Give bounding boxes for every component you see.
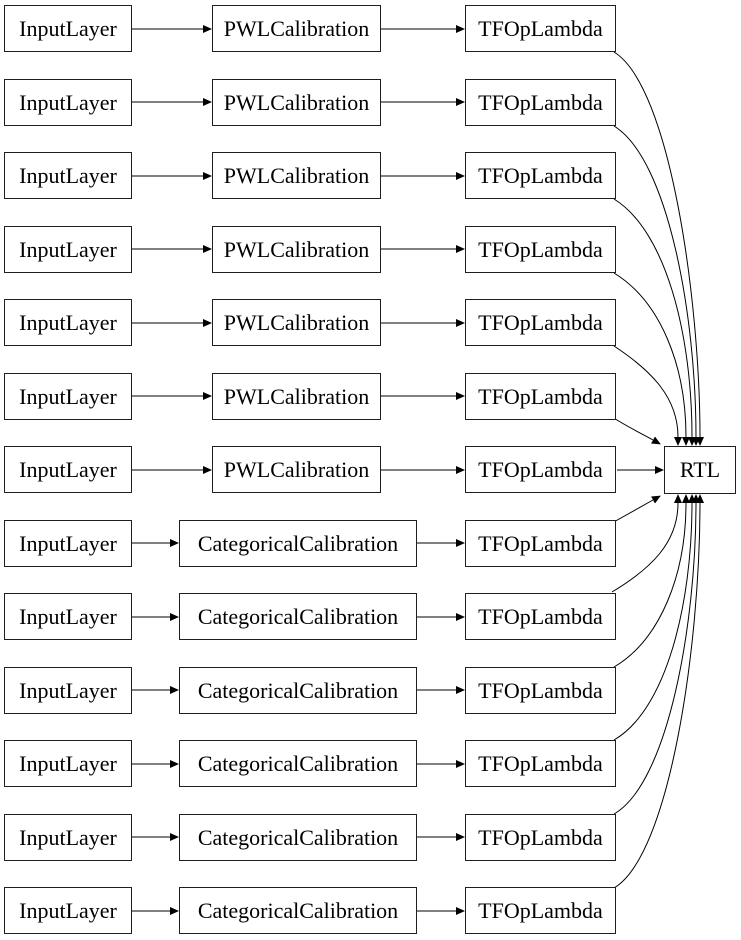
categorical-calibration-node-12: CategoricalCalibration — [179, 814, 417, 861]
pwl-calibration-node-6: PWLCalibration — [212, 373, 381, 420]
pwl-calibration-node-3: PWLCalibration — [212, 152, 381, 199]
edge-lambda-to-rtl-4 — [613, 272, 690, 446]
tfop-lambda-node-8: TFOpLambda — [465, 520, 616, 567]
input-layer-node-9: InputLayer — [4, 593, 132, 640]
pwl-calibration-node-2: PWLCalibration — [212, 79, 381, 126]
tfop-lambda-node-7: TFOpLambda — [465, 446, 616, 493]
categorical-calibration-node-11: CategoricalCalibration — [179, 740, 417, 787]
pwl-calibration-node-4: PWLCalibration — [212, 226, 381, 273]
input-layer-node-6: InputLayer — [4, 373, 132, 420]
tfop-lambda-node-12: TFOpLambda — [465, 814, 616, 861]
edge-lambda-to-rtl-2 — [613, 125, 700, 446]
edge-lambda-to-rtl-8 — [611, 495, 661, 524]
edge-lambda-to-rtl-6 — [611, 416, 661, 445]
categorical-calibration-node-9: CategoricalCalibration — [179, 593, 417, 640]
input-layer-node-11: InputLayer — [4, 740, 132, 787]
tfop-lambda-node-1: TFOpLambda — [465, 5, 616, 52]
categorical-calibration-node-13: CategoricalCalibration — [179, 887, 417, 934]
edge-lambda-to-rtl-12 — [613, 494, 700, 815]
input-layer-node-3: InputLayer — [4, 152, 132, 199]
tfop-lambda-node-13: TFOpLambda — [465, 887, 616, 934]
edge-lambda-to-rtl-1 — [613, 51, 704, 446]
rtl-node: RTL — [664, 446, 736, 494]
tfop-lambda-node-2: TFOpLambda — [465, 79, 616, 126]
input-layer-node-10: InputLayer — [4, 667, 132, 714]
tfop-lambda-node-9: TFOpLambda — [465, 593, 616, 640]
input-layer-node-8: InputLayer — [4, 520, 132, 567]
tfop-lambda-node-4: TFOpLambda — [465, 226, 616, 273]
pwl-calibration-node-5: PWLCalibration — [212, 299, 381, 346]
input-layer-node-7: InputLayer — [4, 446, 132, 493]
input-layer-node-13: InputLayer — [4, 887, 132, 934]
edge-lambda-to-rtl-5 — [613, 345, 682, 446]
edge-lambda-to-rtl-9 — [611, 494, 682, 593]
tfop-lambda-node-5: TFOpLambda — [465, 299, 616, 346]
input-layer-node-12: InputLayer — [4, 814, 132, 861]
tfop-lambda-node-3: TFOpLambda — [465, 152, 616, 199]
input-layer-node-4: InputLayer — [4, 226, 132, 273]
input-layer-node-1: InputLayer — [4, 5, 132, 52]
tfop-lambda-node-6: TFOpLambda — [465, 373, 616, 420]
tfop-lambda-node-11: TFOpLambda — [465, 740, 616, 787]
edge-lambda-to-rtl-10 — [613, 494, 690, 668]
pwl-calibration-node-1: PWLCalibration — [212, 5, 381, 52]
tfop-lambda-node-10: TFOpLambda — [465, 667, 616, 714]
edge-lambda-to-rtl-3 — [613, 198, 696, 446]
categorical-calibration-node-10: CategoricalCalibration — [179, 667, 417, 714]
categorical-calibration-node-8: CategoricalCalibration — [179, 520, 417, 567]
edge-lambda-to-rtl-11 — [613, 494, 696, 741]
input-layer-node-5: InputLayer — [4, 299, 132, 346]
edge-lambda-to-rtl-13 — [613, 494, 704, 889]
input-layer-node-2: InputLayer — [4, 79, 132, 126]
pwl-calibration-node-7: PWLCalibration — [212, 446, 381, 493]
